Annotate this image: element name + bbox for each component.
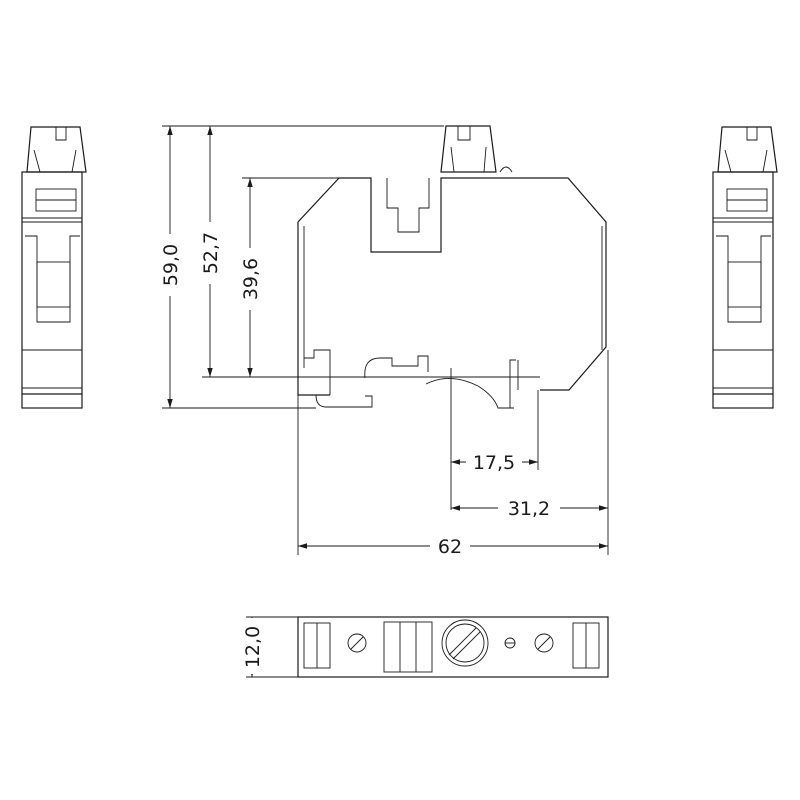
dimension-lines (162, 125, 609, 678)
top-view-width-label: 12,0 (242, 626, 264, 668)
rail-offset-label: 17,5 (473, 452, 515, 474)
left-side-view (21, 126, 87, 409)
overall-height-label: 59,0 (160, 244, 182, 286)
top-view (297, 616, 609, 678)
rail-height-label: 52,7 (200, 232, 222, 274)
total-width-label: 62 (438, 536, 462, 558)
body-height-label: 39,6 (240, 258, 262, 300)
half-width-label: 31,2 (508, 498, 550, 520)
right-side-view (712, 126, 778, 409)
front-view (297, 125, 607, 409)
